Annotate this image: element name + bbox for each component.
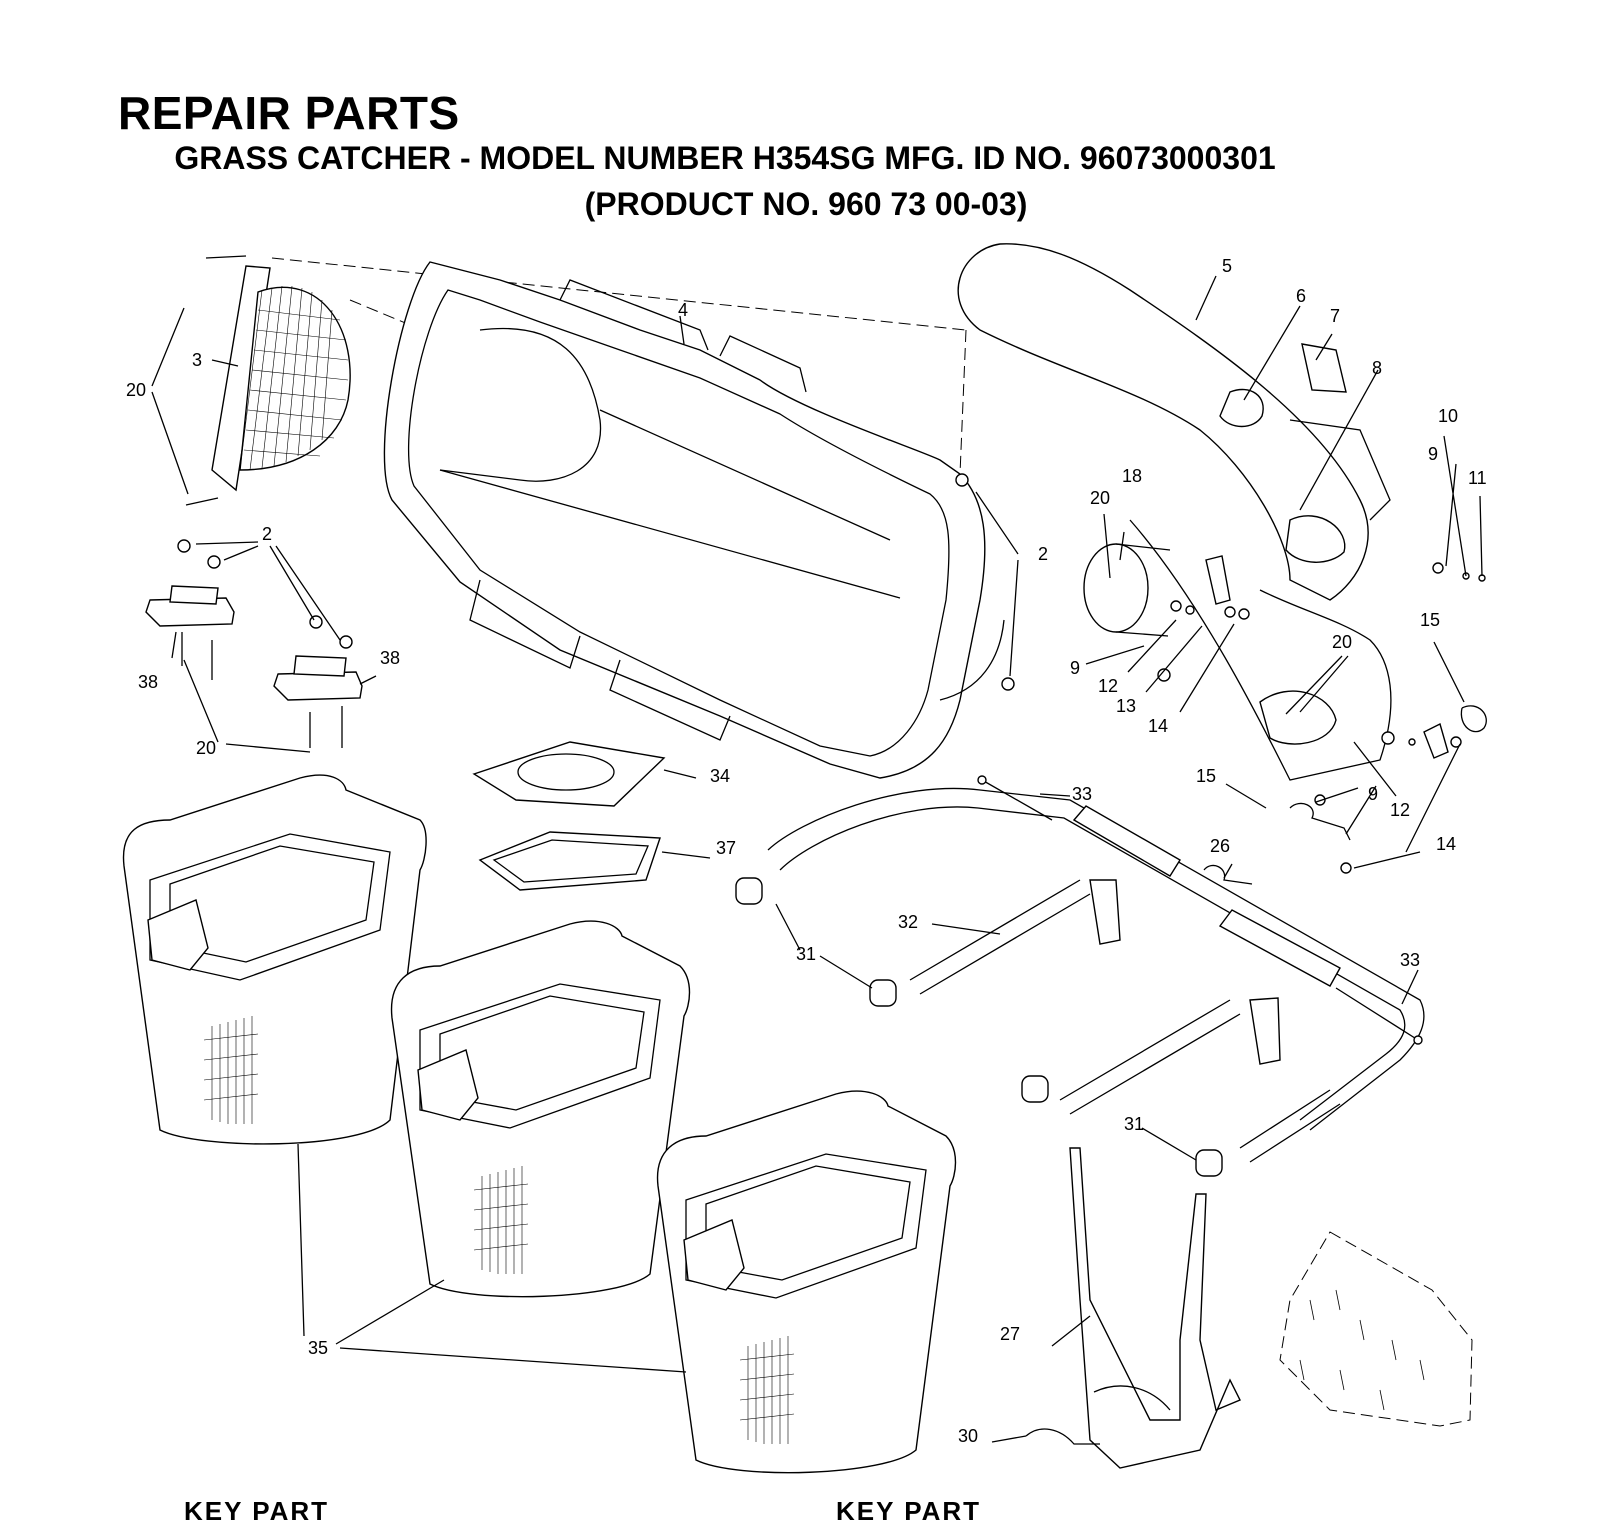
bag-2 <box>390 920 691 1298</box>
callout-18: 18 <box>1122 466 1142 486</box>
callout-12: 12 <box>1098 676 1118 696</box>
part-collection-bags <box>122 774 957 1474</box>
callout-34: 34 <box>710 766 730 786</box>
callout-2: 2 <box>262 524 272 544</box>
callout-20: 20 <box>1090 488 1110 508</box>
product-number: (PRODUCT NO. 960 73 00-03) <box>584 186 1028 222</box>
callout-11: 11 <box>1468 468 1487 488</box>
callout-33: 33 <box>1400 950 1420 970</box>
callout-37: 37 <box>716 838 736 858</box>
callout-38: 38 <box>138 672 158 692</box>
callout-31: 31 <box>796 944 816 964</box>
callout-7: 7 <box>1330 306 1340 326</box>
callout-6: 6 <box>1296 286 1306 306</box>
part-side-shield <box>1279 1231 1473 1427</box>
parts-list-heading-right: KEY PART <box>836 1496 982 1526</box>
part-mount-bracket <box>1025 1147 1241 1469</box>
part-hood <box>383 261 1005 779</box>
callout-9: 9 <box>1428 444 1438 464</box>
callout-20: 20 <box>126 380 146 400</box>
callout-13: 13 <box>1116 696 1136 716</box>
callout-9: 9 <box>1070 658 1080 678</box>
callout-20: 20 <box>1332 632 1352 652</box>
callout-26: 26 <box>1210 836 1230 856</box>
parts-list-heading-left: KEY PART <box>184 1496 330 1526</box>
callout-9: 9 <box>1368 784 1378 804</box>
part-rear-screen <box>185 255 351 506</box>
part-lower-deflector <box>1259 690 1487 874</box>
callout-14: 14 <box>1148 716 1168 736</box>
callout-2: 2 <box>1038 544 1048 564</box>
callout-33: 33 <box>1072 784 1092 804</box>
callout-leaders <box>151 275 1483 1443</box>
callout-10: 10 <box>1438 406 1458 426</box>
callout-4: 4 <box>678 300 688 320</box>
callout-38: 38 <box>380 648 400 668</box>
part-seal-frame <box>478 831 661 891</box>
callout-3: 3 <box>192 350 202 370</box>
callout-14: 14 <box>1436 834 1456 854</box>
part-deflector <box>1083 543 1250 682</box>
page-header: REPAIR PARTS GRASS CATCHER - MODEL NUMBE… <box>0 0 1612 230</box>
part-mounting-brackets <box>145 473 1015 748</box>
callout-8: 8 <box>1372 358 1382 378</box>
callout-15: 15 <box>1196 766 1216 786</box>
page-subtitle: GRASS CATCHER - MODEL NUMBER H354SG MFG.… <box>174 140 1276 176</box>
callout-20: 20 <box>196 738 216 758</box>
callout-31: 31 <box>1124 1114 1144 1134</box>
callout-35: 35 <box>308 1338 328 1358</box>
part-frame <box>735 775 1425 1177</box>
bag-3 <box>656 1090 957 1474</box>
callout-5: 5 <box>1222 256 1232 276</box>
callout-12: 12 <box>1390 800 1410 820</box>
part-gasket-plate <box>472 741 666 807</box>
callout-30: 30 <box>958 1426 978 1446</box>
bag-1 <box>122 774 427 1145</box>
callout-32: 32 <box>898 912 918 932</box>
callout-labels: 2 2 3 4 5 6 7 8 9 9 9 10 11 12 12 13 14 … <box>126 256 1487 1446</box>
callout-15: 15 <box>1420 610 1440 630</box>
part-chute-tube <box>957 243 1392 781</box>
part-latch-assembly <box>1219 343 1486 582</box>
page-title: REPAIR PARTS <box>118 87 460 139</box>
callout-27: 27 <box>1000 1324 1020 1344</box>
